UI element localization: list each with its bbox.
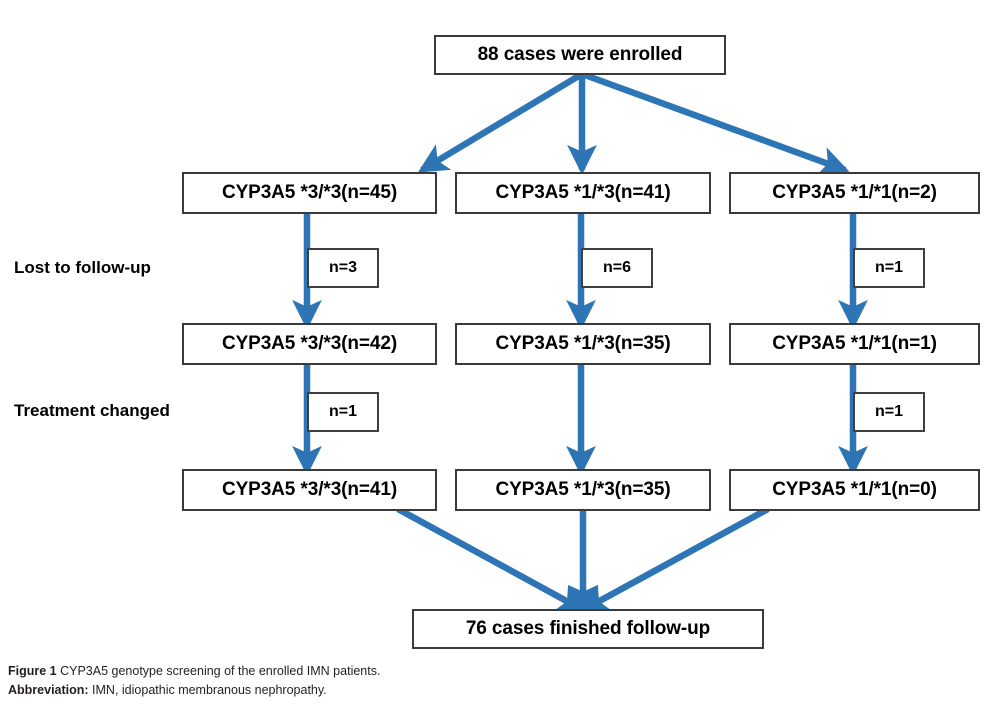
node-total-enrolled-label: 88 cases were enrolled	[477, 44, 683, 65]
tag-col-1-1-lost[interactable]: n=1	[853, 248, 925, 288]
node-col-1-3-enrolled-label: CYP3A5 *1/*3(n=41)	[495, 182, 671, 203]
node-total-completed[interactable]: 76 cases finished follow-up	[412, 609, 764, 649]
node-col-1-1-enrolled[interactable]: CYP3A5 *1/*1(n=2)	[729, 172, 980, 214]
caption-abbreviation-text: IMN, idiopathic membranous nephropathy.	[92, 683, 327, 698]
tag-col-3-3-lost-label: n=3	[328, 259, 357, 276]
node-col-3-3-final-label: CYP3A5 *3/*3(n=41)	[221, 479, 398, 500]
arrow-col-3-3-to-bottom	[396, 506, 588, 613]
node-col-3-3-final[interactable]: CYP3A5 *3/*3(n=41)	[182, 469, 437, 511]
caption-abbreviation-line: Abbreviation: IMN, idiopathic membranous…	[8, 681, 868, 700]
tag-col-1-1-treatment-label: n=1	[874, 403, 903, 420]
tag-col-1-3-lost[interactable]: n=6	[581, 248, 653, 288]
figure-caption: Figure 1 CYP3A5 genotype screening of th…	[8, 662, 868, 701]
row-label-lost-text: Lost to follow-up	[14, 258, 151, 277]
row-label-treatment-text: Treatment changed	[14, 401, 170, 420]
row-label-treatment-changed: Treatment changed	[14, 401, 170, 421]
caption-main-line: Figure 1 CYP3A5 genotype screening of th…	[8, 662, 868, 681]
node-col-1-1-after-lost-label: CYP3A5 *1/*1(n=1)	[772, 333, 937, 354]
node-col-1-3-after-lost[interactable]: CYP3A5 *1/*3(n=35)	[455, 323, 711, 365]
node-col-3-3-after-lost-label: CYP3A5 *3/*3(n=42)	[221, 333, 398, 354]
arrow-top-to-col-3-3	[417, 71, 584, 173]
tag-col-1-3-lost-label: n=6	[602, 259, 631, 276]
node-col-3-3-after-lost[interactable]: CYP3A5 *3/*3(n=42)	[182, 323, 437, 365]
caption-figure-label: Figure 1	[8, 664, 57, 678]
node-total-enrolled[interactable]: 88 cases were enrolled	[434, 35, 726, 75]
node-col-1-3-after-lost-label: CYP3A5 *1/*3(n=35)	[495, 333, 671, 354]
node-col-3-3-enrolled[interactable]: CYP3A5 *3/*3(n=45)	[182, 172, 437, 214]
node-col-1-3-final-label: CYP3A5 *1/*3(n=35)	[495, 479, 671, 500]
row-label-lost-to-follow-up: Lost to follow-up	[14, 258, 151, 278]
tag-col-1-1-lost-label: n=1	[874, 259, 903, 276]
caption-abbreviation-label: Abbreviation:	[8, 683, 89, 698]
arrow-col-1-1-to-bottom	[578, 506, 770, 613]
caption-figure-text: CYP3A5 genotype screening of the enrolle…	[60, 664, 381, 678]
node-total-completed-label: 76 cases finished follow-up	[465, 618, 711, 639]
tag-col-3-3-treatment-label: n=1	[328, 403, 357, 420]
node-col-1-3-enrolled[interactable]: CYP3A5 *1/*3(n=41)	[455, 172, 711, 214]
node-col-3-3-enrolled-label: CYP3A5 *3/*3(n=45)	[221, 182, 398, 203]
tag-col-3-3-treatment[interactable]: n=1	[307, 392, 379, 432]
node-col-1-1-after-lost[interactable]: CYP3A5 *1/*1(n=1)	[729, 323, 980, 365]
node-col-1-1-final-label: CYP3A5 *1/*1(n=0)	[772, 479, 937, 500]
tag-col-3-3-lost[interactable]: n=3	[307, 248, 379, 288]
node-col-1-1-final[interactable]: CYP3A5 *1/*1(n=0)	[729, 469, 980, 511]
arrow-top-to-col-1-1	[580, 70, 850, 176]
node-col-1-3-final[interactable]: CYP3A5 *1/*3(n=35)	[455, 469, 711, 511]
node-col-1-1-enrolled-label: CYP3A5 *1/*1(n=2)	[772, 182, 937, 203]
tag-col-1-1-treatment[interactable]: n=1	[853, 392, 925, 432]
